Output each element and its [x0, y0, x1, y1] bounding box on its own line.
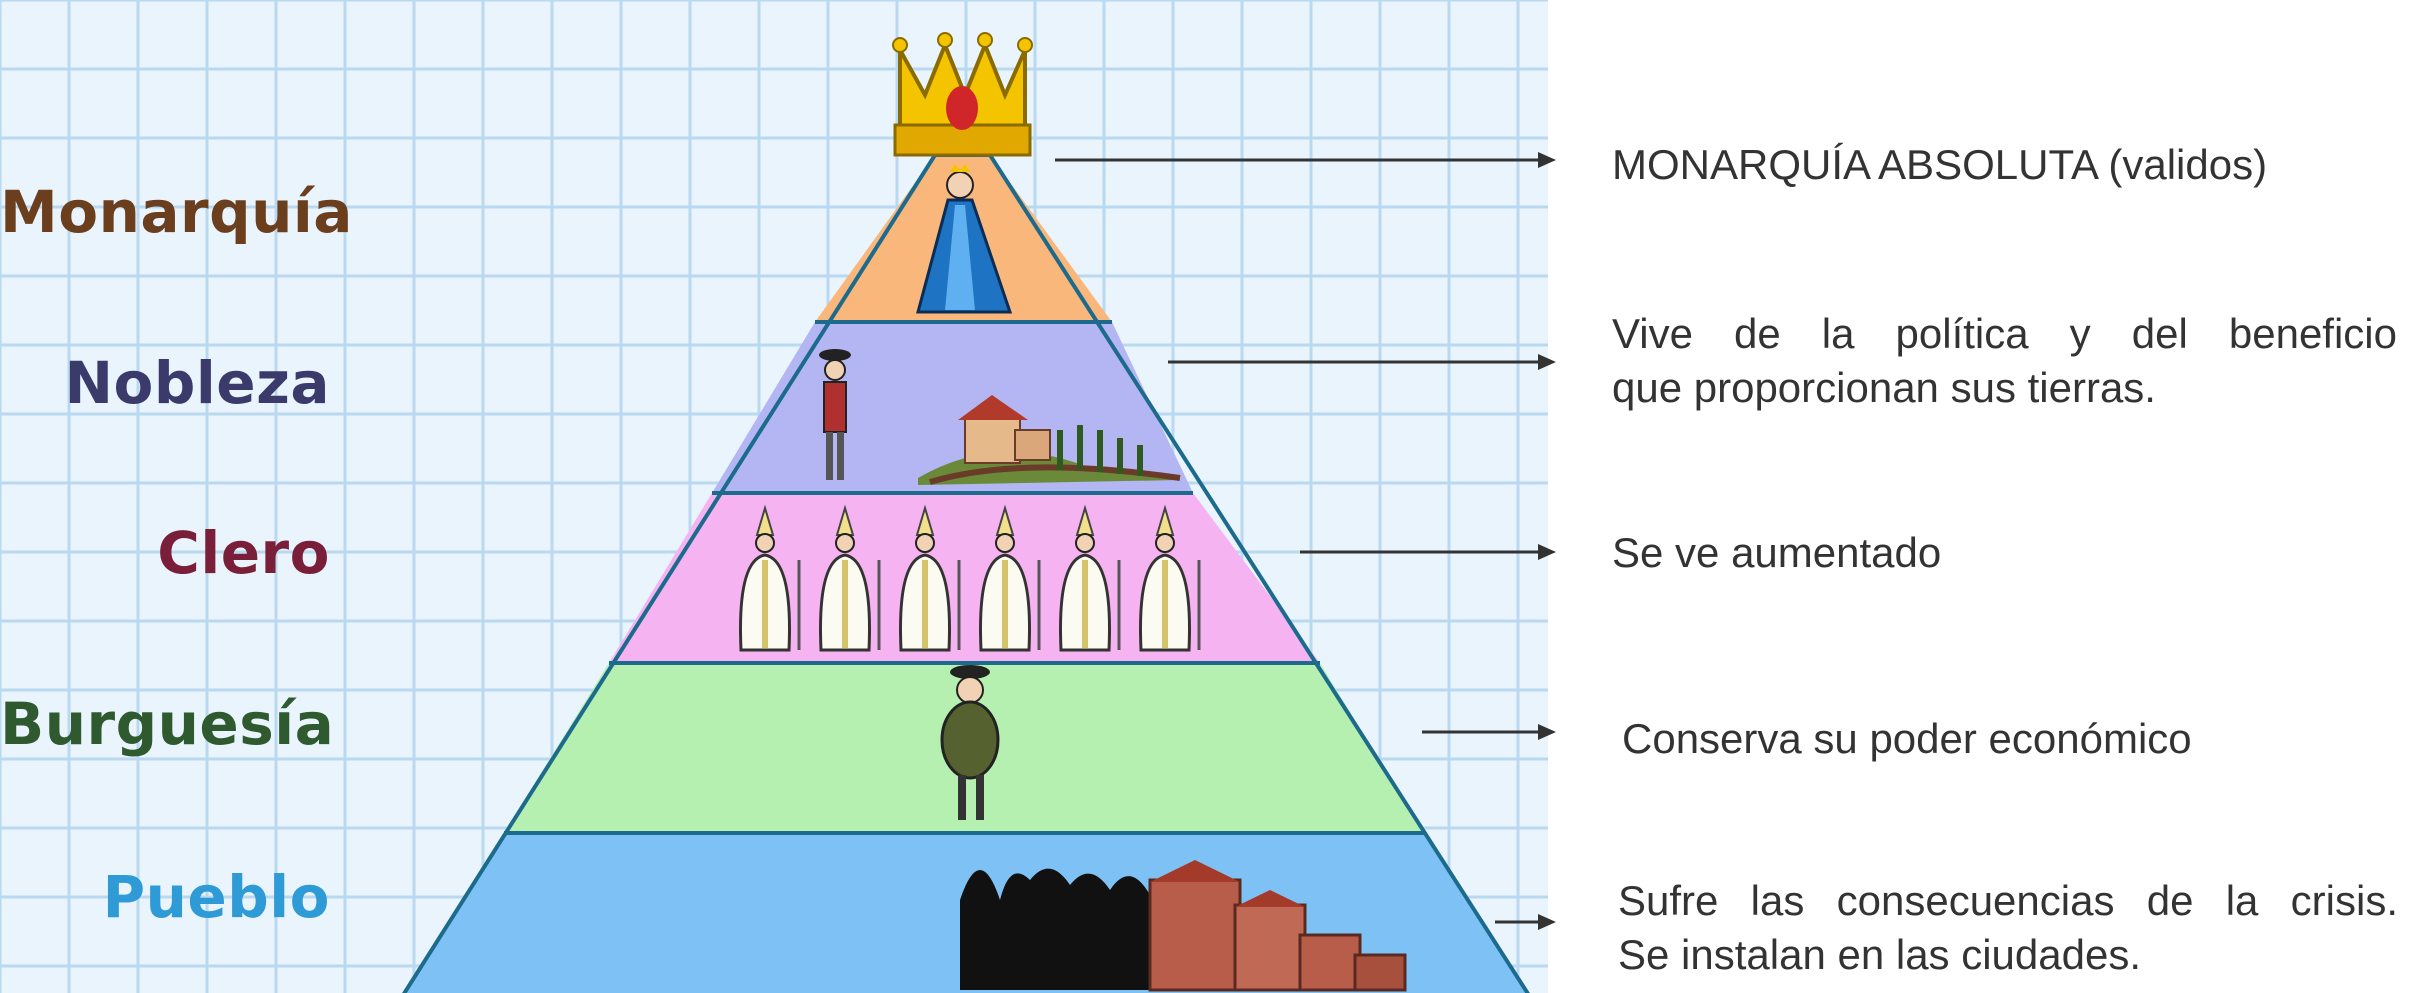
- tier-clero-band: [609, 493, 1320, 663]
- description-monarquia: MONARQUÍA ABSOLUTA (validos): [1612, 138, 2267, 192]
- description-burguesia: Conserva su poder económico: [1622, 712, 2192, 766]
- description-line: que proporcionan sus tierras.: [1612, 364, 2156, 411]
- arrow-head-icon: [1538, 152, 1556, 168]
- tier-label-burguesia: Burguesía: [0, 690, 335, 758]
- arrow-head-icon: [1538, 724, 1556, 740]
- description-line: Conserva su poder económico: [1622, 715, 2192, 762]
- description-line: Se ve aumentado: [1612, 529, 1942, 576]
- arrow-head-icon: [1538, 914, 1556, 930]
- tier-label-pueblo: Pueblo: [102, 863, 330, 931]
- clergy-figure-icon: [899, 504, 961, 652]
- description-line: MONARQUÍA ABSOLUTA (validos): [1612, 141, 2268, 188]
- noble-figure-icon: [819, 349, 851, 480]
- description-line: Se instalan en las ciudades.: [1618, 931, 2142, 978]
- description-line: Vive de la política y del beneficio: [1612, 310, 2397, 357]
- arrow-head-icon: [1538, 544, 1556, 560]
- arrow-head-icon: [1538, 354, 1556, 370]
- house-landscape-icon: [918, 395, 1181, 485]
- bourgeois-figure-icon: [940, 665, 1000, 820]
- description-clero: Se ve aumentado: [1612, 526, 1941, 580]
- clergy-figures-icon: [739, 504, 1201, 652]
- clergy-figure-icon: [979, 504, 1041, 652]
- clergy-figure-icon: [739, 504, 801, 652]
- clergy-figure-icon: [1139, 504, 1201, 652]
- description-nobleza: Vive de la política y del beneficio que …: [1612, 307, 2397, 415]
- tier-label-nobleza: Nobleza: [64, 349, 330, 417]
- queen-figure-icon: [916, 164, 1013, 314]
- connector-arrows: [1055, 152, 1556, 930]
- description-line: Sufre las consecuencias de la crisis.: [1618, 877, 2398, 924]
- clergy-figure-icon: [1059, 504, 1121, 652]
- tier-label-clero: Clero: [157, 519, 330, 587]
- clergy-figure-icon: [819, 504, 881, 652]
- tier-label-monarquia: Monarquía: [0, 178, 353, 246]
- description-pueblo: Sufre las consecuencias de la crisis. Se…: [1618, 874, 2398, 982]
- crown-icon: [892, 32, 1033, 157]
- crowd-city-icon: [960, 860, 1407, 992]
